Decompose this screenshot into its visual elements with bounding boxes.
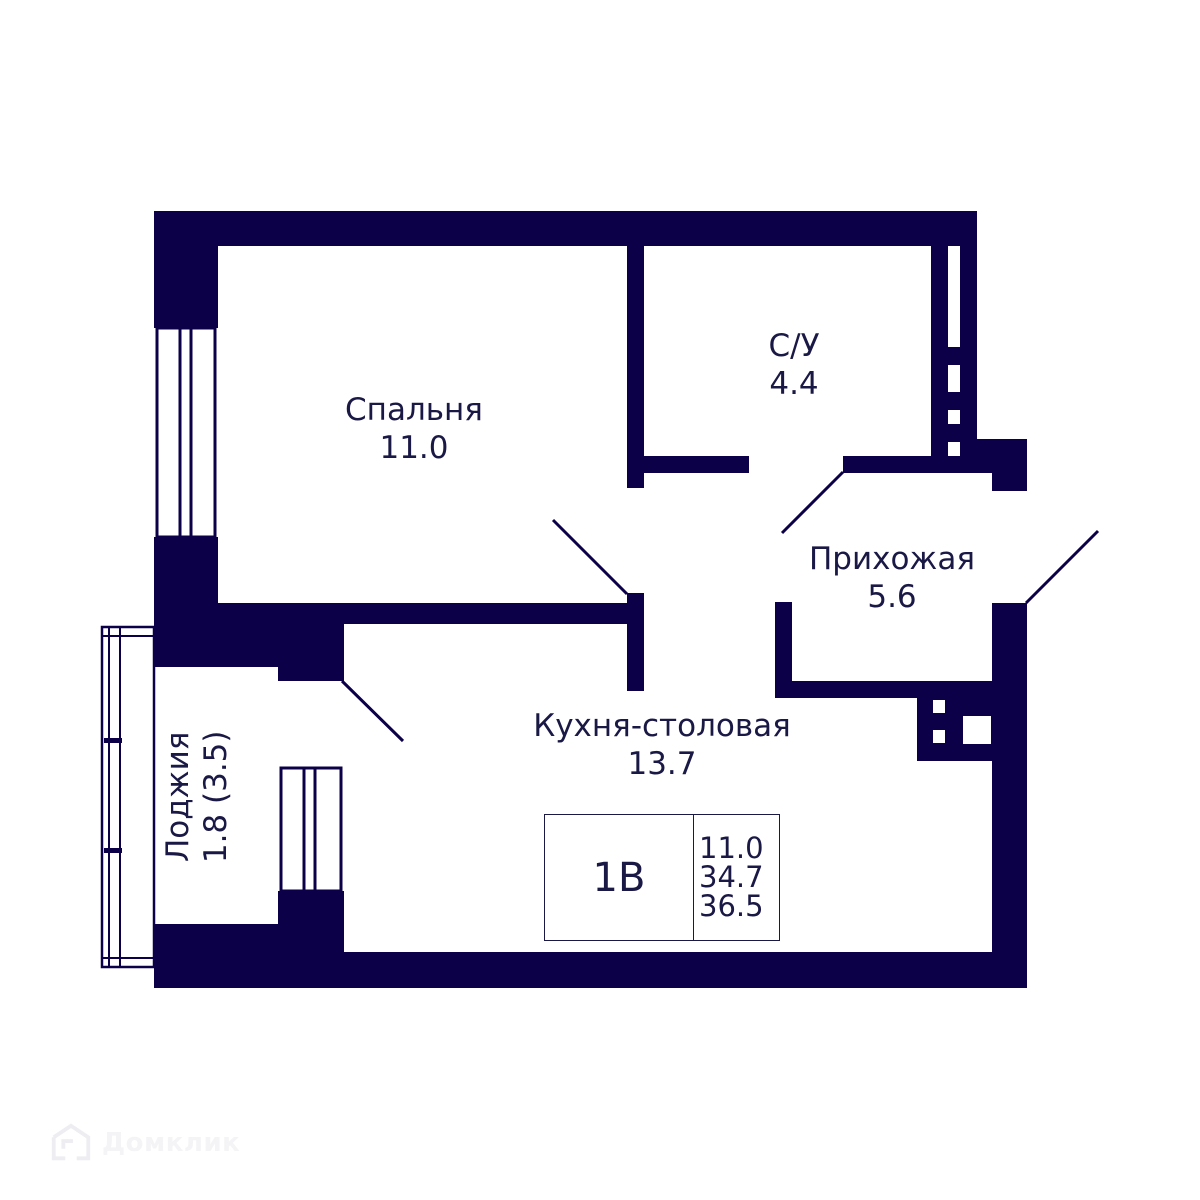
wall-right-lower [992, 603, 1027, 988]
total-area: 34.7 [699, 860, 764, 894]
room-name: Кухня-столовая [533, 708, 791, 744]
apartment-info-box: 1В 11.0 34.7 36.5 [544, 814, 780, 941]
loggia-glazing [100, 625, 156, 969]
room-label-hallway: Прихожая 5.6 [782, 541, 1002, 617]
wall-bottom-step [278, 891, 344, 988]
wall-left-upper [154, 211, 218, 328]
room-label-bedroom: Спальня 11.0 [314, 392, 514, 468]
room-name: Лоджия [160, 731, 197, 863]
room-name: Прихожая [808, 541, 976, 577]
hallway-shaft-openings [933, 700, 991, 744]
room-name: С/У [768, 328, 820, 364]
total-area-with-loggia: 36.5 [699, 889, 764, 923]
wall-hallway-left [775, 602, 792, 698]
wall-bath-bottom-left [627, 456, 749, 473]
wall-partition-kitchen [627, 593, 644, 691]
door-entrance [1024, 529, 1100, 605]
door-bathroom [780, 470, 845, 535]
kitchen-window [279, 766, 343, 893]
wall-top [154, 211, 977, 246]
room-area: 4.4 [769, 365, 819, 402]
wall-right-shaft-stub [992, 439, 1027, 491]
wall-corner-step [278, 603, 344, 681]
room-label-loggia: Лоджия 1.8 (3.5) [160, 697, 236, 897]
door-loggia [340, 679, 405, 743]
apartment-type: 1В [545, 815, 694, 940]
domclick-house-icon [51, 1123, 91, 1161]
watermark-text: Домклик [102, 1128, 241, 1158]
room-area: 1.8 (3.5) [198, 730, 234, 864]
wall-partition-bath-left [627, 246, 644, 488]
room-name: Спальня [345, 392, 483, 428]
room-area: 13.7 [627, 745, 697, 782]
living-area: 11.0 [699, 831, 764, 865]
door-bedroom [551, 518, 629, 596]
ventilation-shaft [948, 246, 960, 456]
watermark: Домклик [48, 1120, 240, 1166]
wall-bottom [342, 952, 1027, 988]
apartment-areas: 11.0 34.7 36.5 [694, 815, 779, 940]
room-area: 11.0 [379, 429, 449, 466]
wall-bath-bottom-right [843, 456, 943, 473]
room-area: 5.6 [867, 578, 917, 615]
bedroom-window [155, 326, 217, 539]
room-label-kitchen-dining: Кухня-столовая 13.7 [492, 708, 832, 784]
room-label-bathroom: С/У 4.4 [734, 328, 854, 404]
